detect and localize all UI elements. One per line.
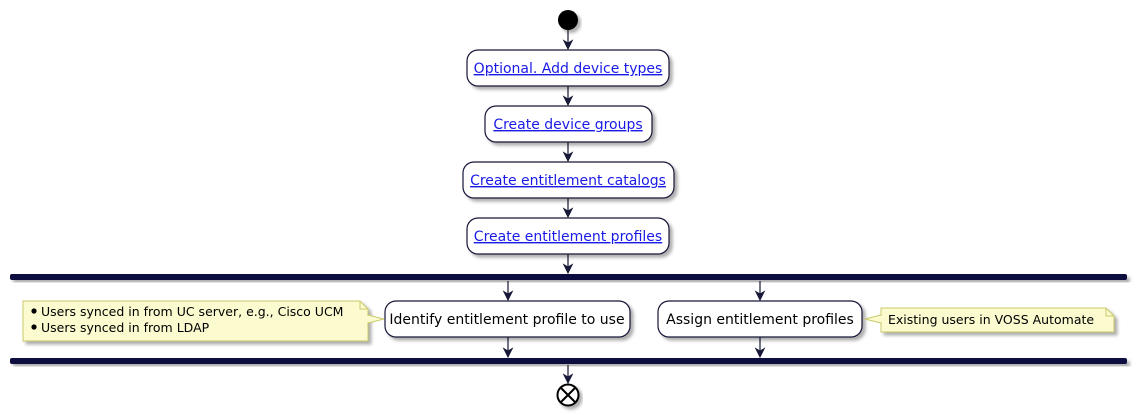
note-user-sources-item: Users synced in from LDAP — [41, 320, 210, 335]
step-identify-entitlement-profile-label: Identify entitlement profile to use — [389, 312, 624, 328]
end-node — [556, 383, 580, 407]
note-existing-users-text: Existing users in VOSS Automate — [888, 312, 1094, 327]
note-user-sources: Users synced in from UC server, e.g., Ci… — [22, 300, 385, 342]
note-existing-users: Existing users in VOSS Automate — [864, 307, 1115, 333]
connectors — [502, 30, 766, 385]
bullet-icon — [31, 308, 37, 314]
step-identify-entitlement-profile[interactable]: Identify entitlement profile to use — [384, 300, 631, 338]
step-assign-entitlement-profiles-label: Assign entitlement profiles — [666, 312, 854, 328]
start-node — [558, 10, 578, 30]
step-create-entitlement-catalogs[interactable]: Create entitlement catalogs — [462, 161, 675, 199]
step-create-entitlement-catalogs-label[interactable]: Create entitlement catalogs — [470, 173, 666, 189]
step-add-device-types-label[interactable]: Optional. Add device types — [474, 61, 663, 77]
step-create-entitlement-profiles[interactable]: Create entitlement profiles — [466, 217, 670, 255]
fork-bar — [10, 274, 1127, 280]
step-create-device-groups-label[interactable]: Create device groups — [493, 117, 642, 133]
step-assign-entitlement-profiles[interactable]: Assign entitlement profiles — [657, 300, 863, 338]
bullet-icon — [31, 324, 37, 330]
step-create-entitlement-profiles-label[interactable]: Create entitlement profiles — [474, 229, 662, 245]
step-add-device-types[interactable]: Optional. Add device types — [466, 49, 670, 87]
step-create-device-groups[interactable]: Create device groups — [484, 105, 653, 143]
join-bar — [10, 358, 1127, 364]
note-user-sources-item: Users synced in from UC server, e.g., Ci… — [41, 304, 343, 319]
